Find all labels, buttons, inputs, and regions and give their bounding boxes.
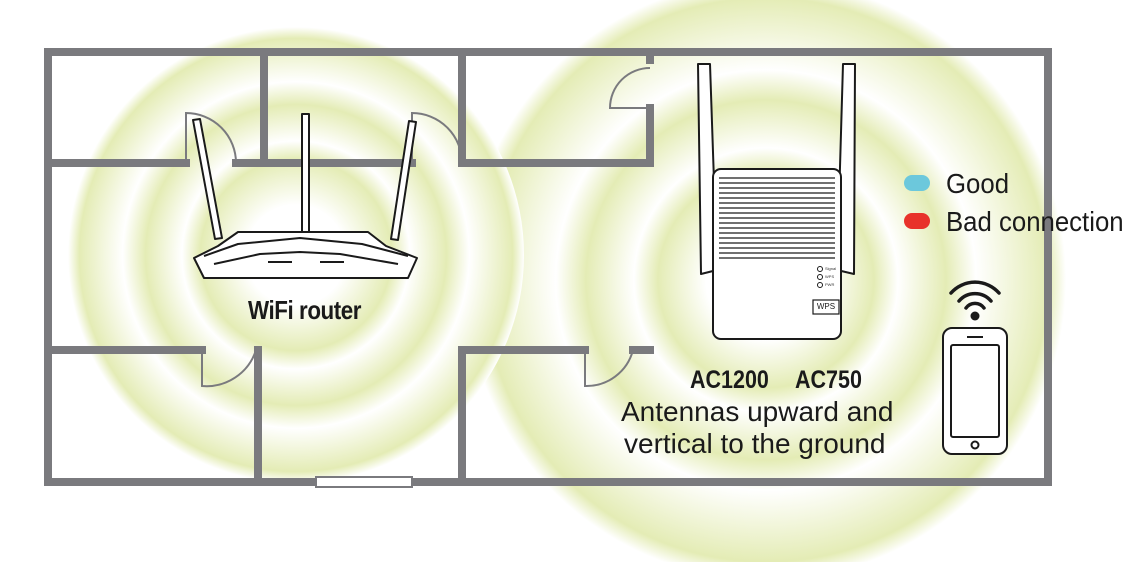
legend-label-good: Good — [946, 168, 1010, 199]
antenna-note-line1: Antennas upward and — [621, 396, 894, 427]
wifi-signal-dot — [970, 311, 980, 321]
legend-swatch-bad — [904, 213, 930, 229]
window-opening — [315, 476, 413, 488]
extender-vents — [719, 177, 835, 259]
router-antenna-left — [192, 118, 223, 240]
antenna-note-line2: vertical to the ground — [624, 428, 886, 459]
legend-swatch-good — [904, 175, 930, 191]
router-label: WiFi router — [248, 295, 362, 325]
extender-body — [712, 168, 842, 340]
floor-plan — [44, 48, 1052, 486]
extender-leds — [817, 266, 823, 288]
doors — [185, 67, 651, 388]
wps-button-label: WPS — [816, 302, 836, 311]
wps-button — [812, 299, 840, 315]
router-antenna-right — [390, 120, 417, 241]
extender-device — [697, 63, 856, 340]
model-label-ac1200: AC1200 — [690, 366, 769, 394]
router-device — [192, 113, 418, 279]
led-label-pwr: PWR — [825, 282, 835, 287]
model-label-ac750: AC750 — [795, 366, 862, 394]
legend-label-bad: Bad connection — [946, 206, 1124, 237]
led-label-wps: WPS — [825, 274, 835, 279]
phone-device — [942, 327, 1008, 455]
led-label-signal: Signal — [825, 266, 837, 271]
wifi-signal-icon — [949, 280, 1001, 310]
router-antenna-center — [301, 113, 310, 237]
